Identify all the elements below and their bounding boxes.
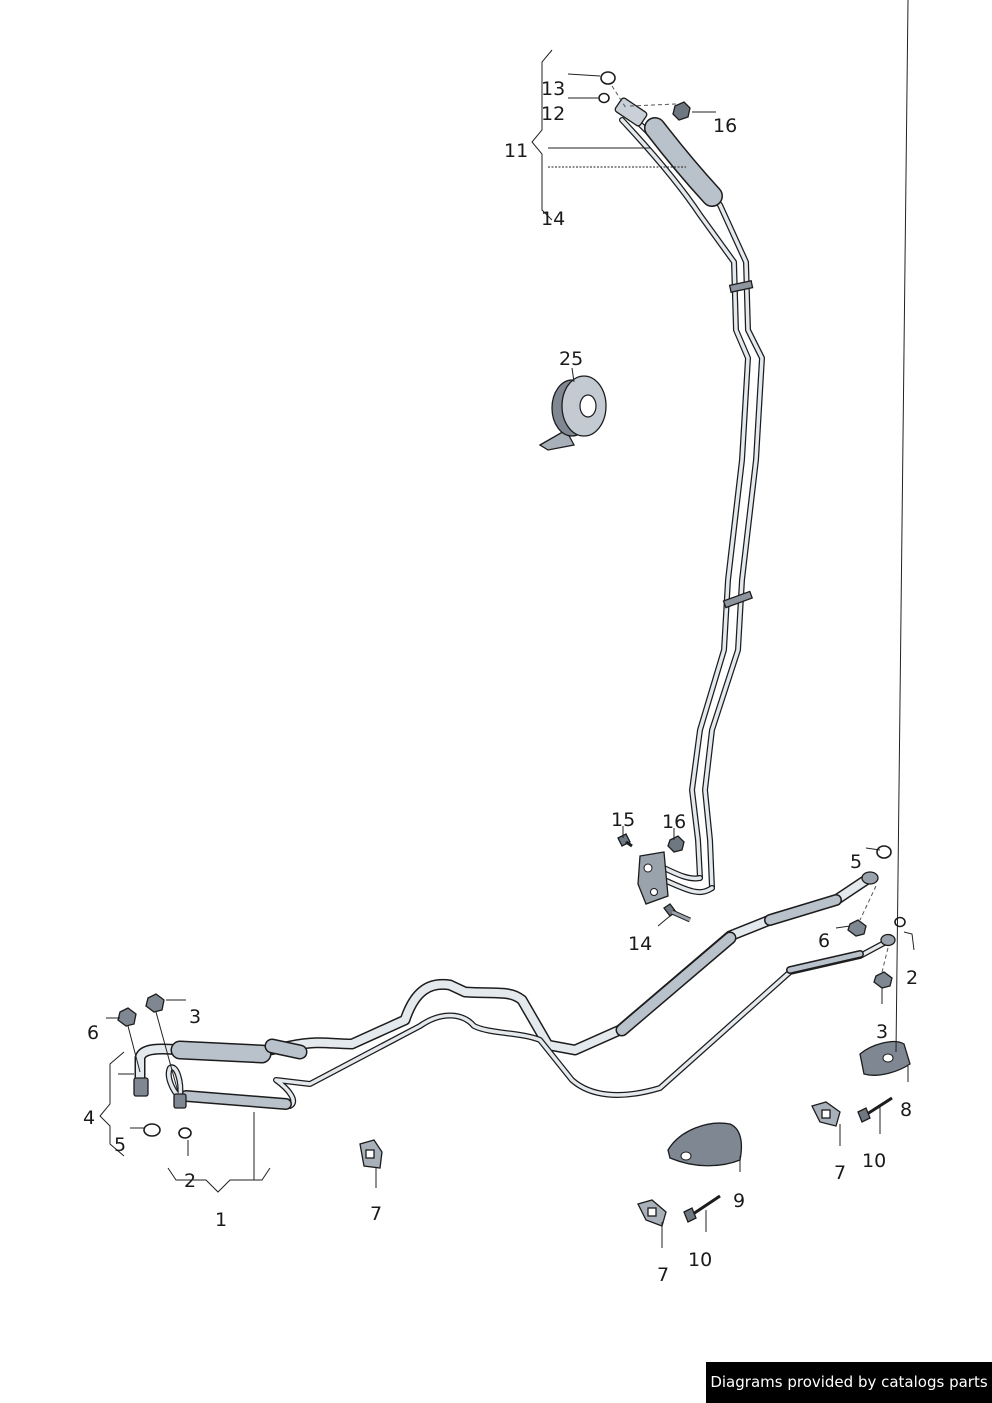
callout-14: 14 [541, 208, 565, 230]
callout-15: 15 [611, 809, 635, 831]
nut-6-left [117, 1007, 137, 1027]
nut-6-right [847, 919, 867, 937]
callout-2: 2 [906, 967, 918, 989]
tape-roll-25 [538, 375, 607, 451]
callout-7: 7 [834, 1162, 846, 1184]
pipe-assembly-upper [614, 97, 765, 905]
callout-2: 2 [184, 1170, 196, 1192]
credit-banner: Diagrams provided by catalogs parts [706, 1362, 992, 1403]
callout-25: 25 [559, 348, 583, 370]
o-ring-5-right [876, 845, 892, 859]
callout-5: 5 [850, 851, 862, 873]
screw-10-bottom [683, 1194, 721, 1223]
callout-6: 6 [818, 930, 830, 952]
clip-7-mid [359, 1139, 383, 1169]
callout-14: 14 [628, 933, 652, 955]
callout-5: 5 [114, 1134, 126, 1156]
holder-plate-3 [859, 1040, 911, 1076]
clip-7-right [811, 1101, 841, 1127]
callout-16: 16 [713, 115, 737, 137]
nut-3-left [145, 993, 165, 1013]
callout-10: 10 [688, 1249, 712, 1271]
heat-shield-9 [667, 1122, 743, 1167]
callout-10: 10 [862, 1150, 886, 1172]
o-ring-13 [600, 71, 616, 85]
nut-16-top [672, 101, 691, 121]
callout-9: 9 [733, 1190, 745, 1212]
callout-13: 13 [541, 78, 565, 100]
callout-3: 3 [876, 1021, 888, 1043]
clip-7-bottom [637, 1199, 667, 1227]
nut-16-mid [667, 835, 685, 853]
o-ring-2-left [178, 1127, 192, 1139]
callout-7: 7 [370, 1203, 382, 1225]
o-ring-12 [598, 92, 610, 104]
callout-8: 8 [900, 1099, 912, 1121]
screw-8 [857, 1096, 893, 1123]
callout-7: 7 [657, 1264, 669, 1286]
o-ring-2-right [894, 916, 906, 928]
o-ring-5-left [143, 1123, 161, 1137]
callout-12: 12 [541, 103, 565, 125]
callout-6: 6 [87, 1022, 99, 1044]
nut-3-right [873, 971, 893, 989]
bolt-15 [617, 833, 633, 848]
callout-16: 16 [662, 811, 686, 833]
callout-4: 4 [83, 1107, 95, 1129]
callout-1: 1 [215, 1209, 227, 1231]
leader-lines [99, 0, 915, 1248]
callout-labels: 13 12 16 11 14 25 15 16 14 5 6 2 3 8 7 1… [83, 78, 918, 1286]
pipe-assembly-lower [133, 871, 896, 1110]
callout-11: 11 [504, 140, 528, 162]
callout-3: 3 [189, 1006, 201, 1028]
bolt-14-mid [663, 903, 692, 923]
